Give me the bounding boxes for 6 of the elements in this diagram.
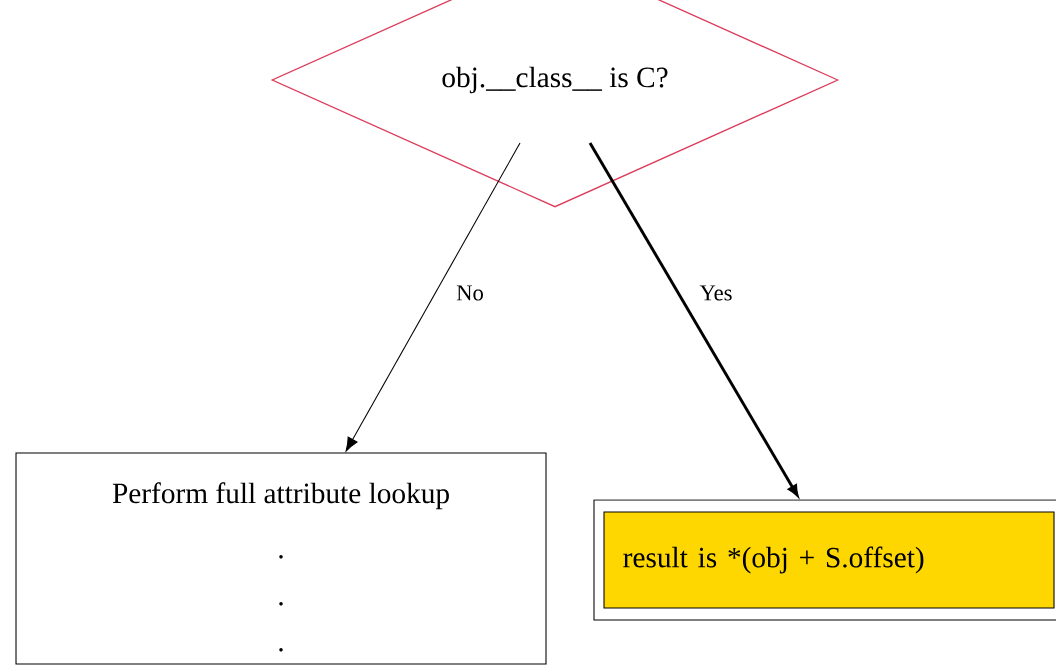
arrow <box>345 142 521 452</box>
edge-label: Yes <box>698 284 734 302</box>
process-box: Perform full attribute lookup . . . <box>15 452 547 665</box>
arrow <box>588 142 799 497</box>
process-box: result is *(obj + S.offset) <box>593 499 1056 621</box>
edge-label: No <box>454 284 486 302</box>
